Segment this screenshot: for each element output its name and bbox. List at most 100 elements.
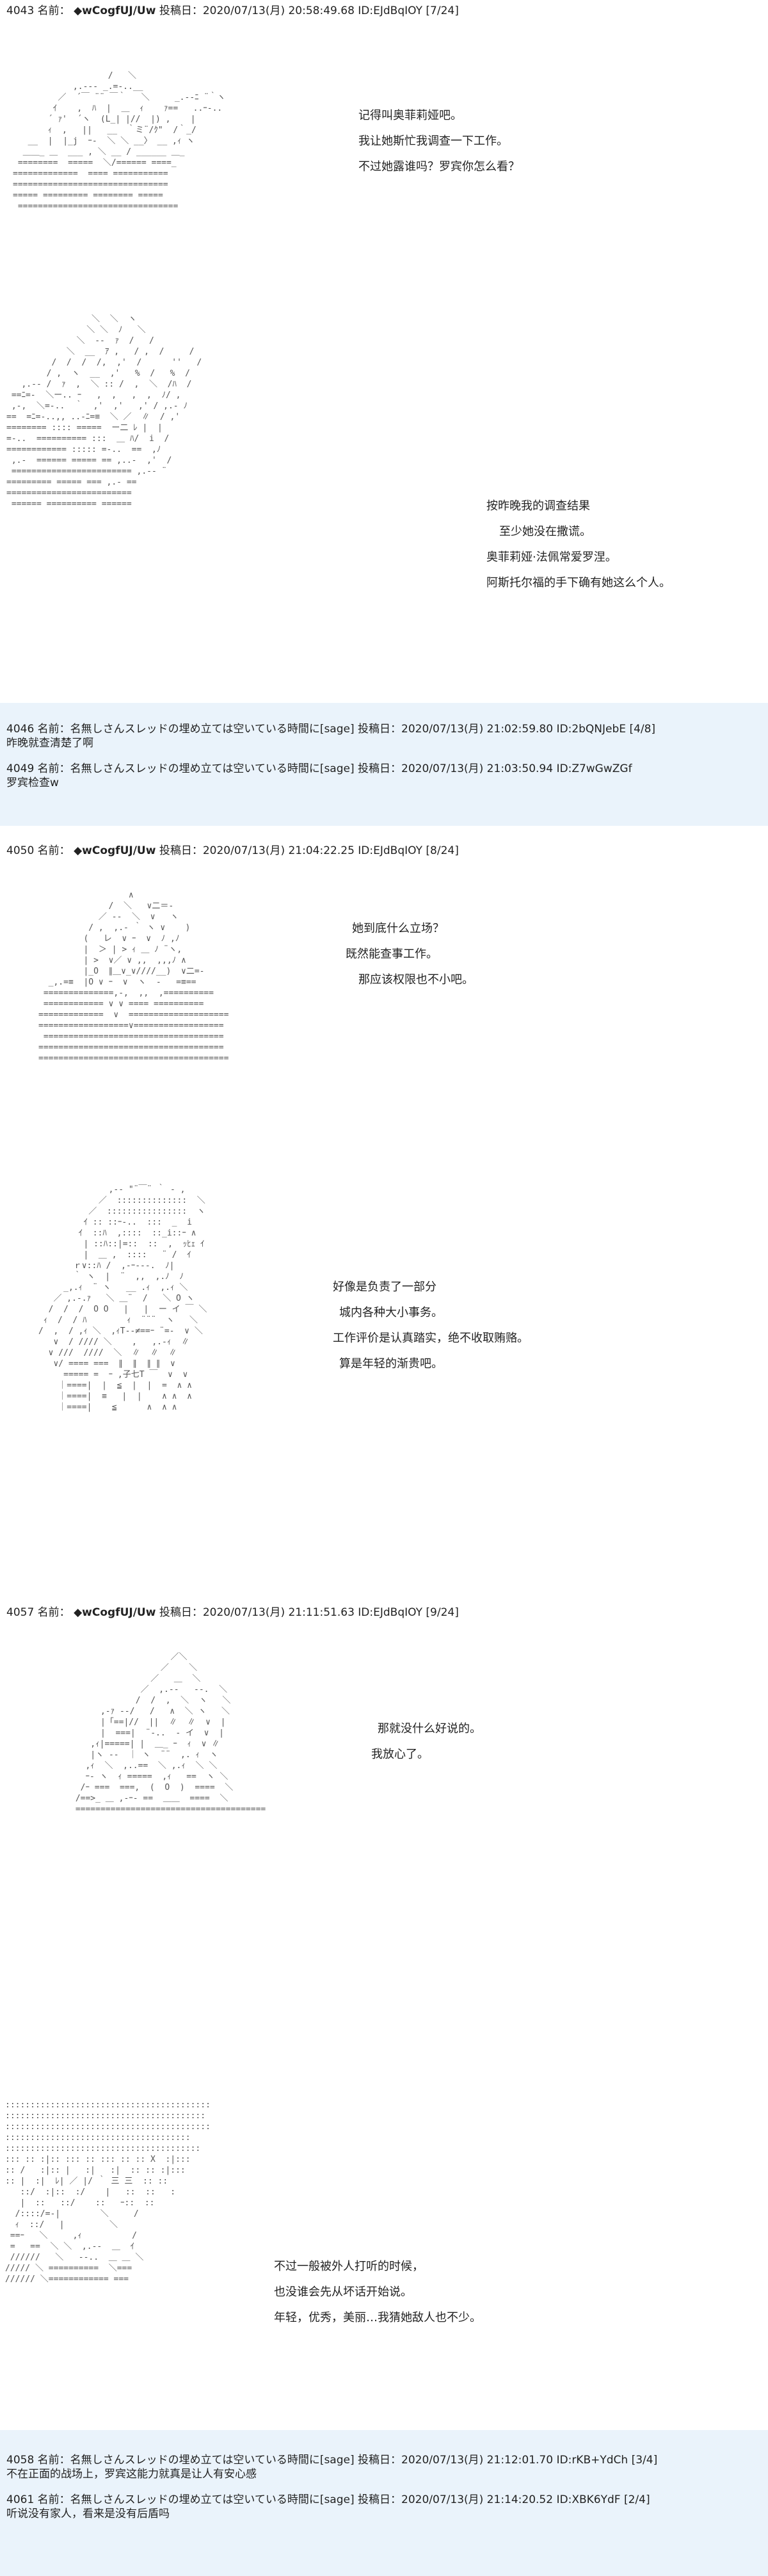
- post-header: 4057 名前： ◆wCogfUJ/Uw 投稿日：2020/07/13(月) 2…: [0, 1606, 768, 1620]
- post-timestamp: 2020/07/13(月) 21:03:50.94: [401, 762, 554, 775]
- post-body: 昨晚就查清楚了啊: [6, 737, 93, 750]
- post-body: 听说没有家人，看来是没有后盾吗: [6, 2508, 170, 2520]
- ascii-art: ＼ ＼ ヽ ＼ ＼ ﾉ ＼ ＼ ‐- ｧ / / ＼ __ ｱ , / , / …: [6, 314, 202, 509]
- dialog-line: 年轻，优秀，美丽…我猜她敌人也不少。: [274, 2311, 481, 2324]
- scene-4050-1: ∧ / ＼ ∨二＝- ／ ‐- ＼ ∨ ヽ / , ,.- ｀ ヽ ∨ ) ( …: [38, 883, 742, 1139]
- post-number[interactable]: 4058: [6, 2454, 35, 2467]
- dialog: 不过一般被外人打听的时候， 也没谁会先从坏话开始说。 年轻，优秀，美丽…我猜她敌…: [274, 2260, 481, 2337]
- dialog-line: 工作评价是认真踏实，绝不收取贿赂。: [333, 1332, 529, 1345]
- post-4057: 4057 名前： ◆wCogfUJ/Uw 投稿日：2020/07/13(月) 2…: [0, 1606, 768, 1620]
- post-author: 名無しさんスレッドの埋め立ては空いている時間に[sage]: [70, 2454, 355, 2467]
- post-author: 名無しさんスレッドの埋め立ては空いている時間に[sage]: [70, 723, 355, 736]
- post-author: ◆wCogfUJ/Uw: [74, 4, 156, 17]
- dialog-line: 那就没什么好说的。: [378, 1722, 481, 1735]
- post-number[interactable]: 4050: [6, 844, 35, 857]
- post-page: [9/24]: [426, 1606, 459, 1619]
- post-number[interactable]: 4046: [6, 723, 35, 736]
- post-timestamp: 2020/07/13(月) 21:11:51.63: [202, 1606, 355, 1619]
- scene-4057-2: ::::::::::::::::::::::::::::::::::::::::…: [5, 2100, 754, 2369]
- post-id[interactable]: ID:EJdBqIOY: [358, 4, 422, 17]
- post-page: [8/24]: [426, 844, 459, 857]
- post-number[interactable]: 4043: [6, 4, 35, 17]
- dialog-line: 记得叫奥菲莉娅吧。: [358, 109, 462, 122]
- date-label: 投稿日：: [159, 4, 203, 17]
- post-timestamp: 2020/07/13(月) 20:58:49.68: [202, 4, 355, 17]
- post-id[interactable]: ID:rKB+YdCh: [556, 2454, 628, 2467]
- side-post-header: 4049 名前：名無しさんスレッドの埋め立ては空いている時間に[sage] 投稿…: [0, 762, 768, 776]
- post-author: ◆wCogfUJ/Uw: [74, 1606, 156, 1619]
- name-label: 名前：: [37, 2493, 70, 2506]
- post-timestamp: 2020/07/13(月) 21:04:22.25: [202, 844, 355, 857]
- date-label: 投稿日：: [159, 844, 203, 857]
- ascii-art: ::::::::::::::::::::::::::::::::::::::::…: [5, 2100, 211, 2284]
- dialog-line: 奥菲莉娅·法佩常爱罗涅。: [486, 551, 617, 564]
- side-posts-2: 4058 名前：名無しさんスレッドの埋め立ては空いている時間に[sage] 投稿…: [0, 2430, 768, 2576]
- post-id[interactable]: ID:EJdBqIOY: [358, 844, 422, 857]
- dialog-line: 既然能查事工作。: [346, 947, 438, 961]
- side-post-header: 4046 名前：名無しさんスレッドの埋め立ては空いている時間に[sage] 投稿…: [0, 722, 768, 736]
- dialog: 记得叫奥菲莉娅吧。 我让她斯忙我调查一下工作。 不过她露谁吗？罗宾你怎么看？: [358, 109, 520, 186]
- dialog: 好像是负责了一部分 城内各种大小事务。 工作评价是认真踏实，绝不收取贿赂。 算是…: [333, 1280, 529, 1383]
- post-timestamp: 2020/07/13(月) 21:02:59.80: [401, 723, 554, 736]
- post-number[interactable]: 4049: [6, 762, 35, 775]
- date-label: 投稿日：: [358, 2493, 402, 2506]
- dialog-line: 至少她没在撒谎。: [499, 525, 591, 538]
- post-author: 名無しさんスレッドの埋め立ては空いている時間に[sage]: [70, 2493, 355, 2506]
- dialog-line: 不过她露谁吗？罗宾你怎么看？: [358, 160, 520, 173]
- dialog-line: 按昨晚我的调查结果: [486, 499, 590, 513]
- date-label: 投稿日：: [358, 762, 402, 775]
- date-label: 投稿日：: [358, 723, 402, 736]
- side-posts-1: 4046 名前：名無しさんスレッドの埋め立ては空いている時間に[sage] 投稿…: [0, 703, 768, 826]
- name-label: 名前：: [37, 762, 70, 775]
- dialog: 按昨晚我的调查结果 至少她没在撒谎。 奥菲莉娅·法佩常爱罗涅。 阿斯托尔福的手下…: [486, 499, 671, 602]
- post-page: [2/4]: [623, 2493, 650, 2506]
- post-page: [7/24]: [426, 4, 459, 17]
- post-author: 名無しさんスレッドの埋め立ては空いている時間に[sage]: [70, 762, 355, 775]
- post-page: [3/4]: [631, 2454, 658, 2467]
- name-label: 名前：: [37, 1606, 70, 1619]
- post-timestamp: 2020/07/13(月) 21:14:20.52: [401, 2493, 554, 2506]
- post-header: 4043 名前： ◆wCogfUJ/Uw 投稿日：2020/07/13(月) 2…: [0, 4, 768, 18]
- dialog-line: 阿斯托尔福的手下确有她这么个人。: [486, 576, 671, 590]
- post-4050: 4050 名前： ◆wCogfUJ/Uw 投稿日：2020/07/13(月) 2…: [0, 844, 768, 858]
- name-label: 名前：: [37, 723, 70, 736]
- post-id[interactable]: ID:XBK6YdF: [556, 2493, 621, 2506]
- post-body: 不在正面的战场上，罗宾这能力就真是让人有安心感: [6, 2468, 257, 2481]
- scene-4050-2: ,-‐ "¨￣¨ ｀ - , ／ :::::::::::::: ＼ ／ ::::…: [38, 1184, 742, 1543]
- scene-4057-1: ／＼ ／ ＼ ／ ＿ ＼ ／ ,.-‐ ‐-. ＼ / / , ＼ ヽ ＼ ,-…: [70, 1652, 742, 1882]
- dialog: 那就没什么好说的。 我放心了。: [371, 1722, 481, 1773]
- dialog-line: 我让她斯忙我调查一下工作。: [358, 134, 508, 148]
- ascii-art: ∧ / ＼ ∨二＝- ／ ‐- ＼ ∨ ヽ / , ,.- ｀ ヽ ∨ ) ( …: [38, 890, 229, 1063]
- post-author: ◆wCogfUJ/Uw: [74, 844, 156, 857]
- post-page: [4/8]: [629, 723, 656, 736]
- post-number[interactable]: 4061: [6, 2493, 35, 2506]
- dialog-line: 我放心了。: [371, 1748, 429, 1761]
- date-label: 投稿日：: [358, 2454, 402, 2467]
- dialog: 她到底什么立场？ 既然能查事工作。 那应该权限也不小吧。: [339, 922, 474, 999]
- dialog-line: 算是年轻的渐贵吧。: [339, 1357, 443, 1371]
- dialog-line: 城内各种大小事务。: [339, 1306, 443, 1319]
- ascii-art: ／＼ ／ ＼ ／ ＿ ＼ ／ ,.-‐ ‐-. ＼ / / , ＼ ヽ ＼ ,-…: [75, 1652, 266, 1814]
- name-label: 名前：: [37, 2454, 70, 2467]
- post-number[interactable]: 4057: [6, 1606, 35, 1619]
- scene-4043-2: ＼ ＼ ヽ ＼ ＼ ﾉ ＼ ＼ ‐- ｧ / / ＼ __ ｱ , / , / …: [6, 294, 755, 672]
- side-post-header: 4058 名前：名無しさんスレッドの埋め立ては空いている時間に[sage] 投稿…: [0, 2453, 768, 2467]
- post-4043: 4043 名前： ◆wCogfUJ/Uw 投稿日：2020/07/13(月) 2…: [0, 4, 768, 18]
- dialog-line: 不过一般被外人打听的时候，: [274, 2260, 424, 2273]
- post-timestamp: 2020/07/13(月) 21:12:01.70: [401, 2454, 554, 2467]
- dialog-line: 好像是负责了一部分: [333, 1280, 436, 1294]
- side-post-header: 4061 名前：名無しさんスレッドの埋め立ては空いている時間に[sage] 投稿…: [0, 2493, 768, 2507]
- post-header: 4050 名前： ◆wCogfUJ/Uw 投稿日：2020/07/13(月) 2…: [0, 844, 768, 858]
- scene-4043-1: / ＼ ,.-‐- _.=-..__ ／ ´￣ ¨¨ ￣｀ ＼ _.-‐ﾆ ¨｀…: [13, 58, 755, 269]
- date-label: 投稿日：: [159, 1606, 203, 1619]
- post-id[interactable]: ID:Z7wGwZGf: [556, 762, 632, 775]
- name-label: 名前：: [37, 4, 70, 17]
- dialog-line: 那应该权限也不小吧。: [358, 973, 474, 986]
- post-body: 罗宾检查w: [6, 777, 59, 789]
- ascii-art: ,-‐ "¨￣¨ ｀ - , ／ :::::::::::::: ＼ ／ ::::…: [38, 1185, 207, 1412]
- dialog-line: 也没谁会先从坏话开始说。: [274, 2285, 412, 2299]
- name-label: 名前：: [37, 844, 70, 857]
- dialog-line: 她到底什么立场？: [352, 922, 444, 935]
- post-id[interactable]: ID:EJdBqIOY: [358, 1606, 422, 1619]
- post-id[interactable]: ID:2bQNJebE: [556, 723, 627, 736]
